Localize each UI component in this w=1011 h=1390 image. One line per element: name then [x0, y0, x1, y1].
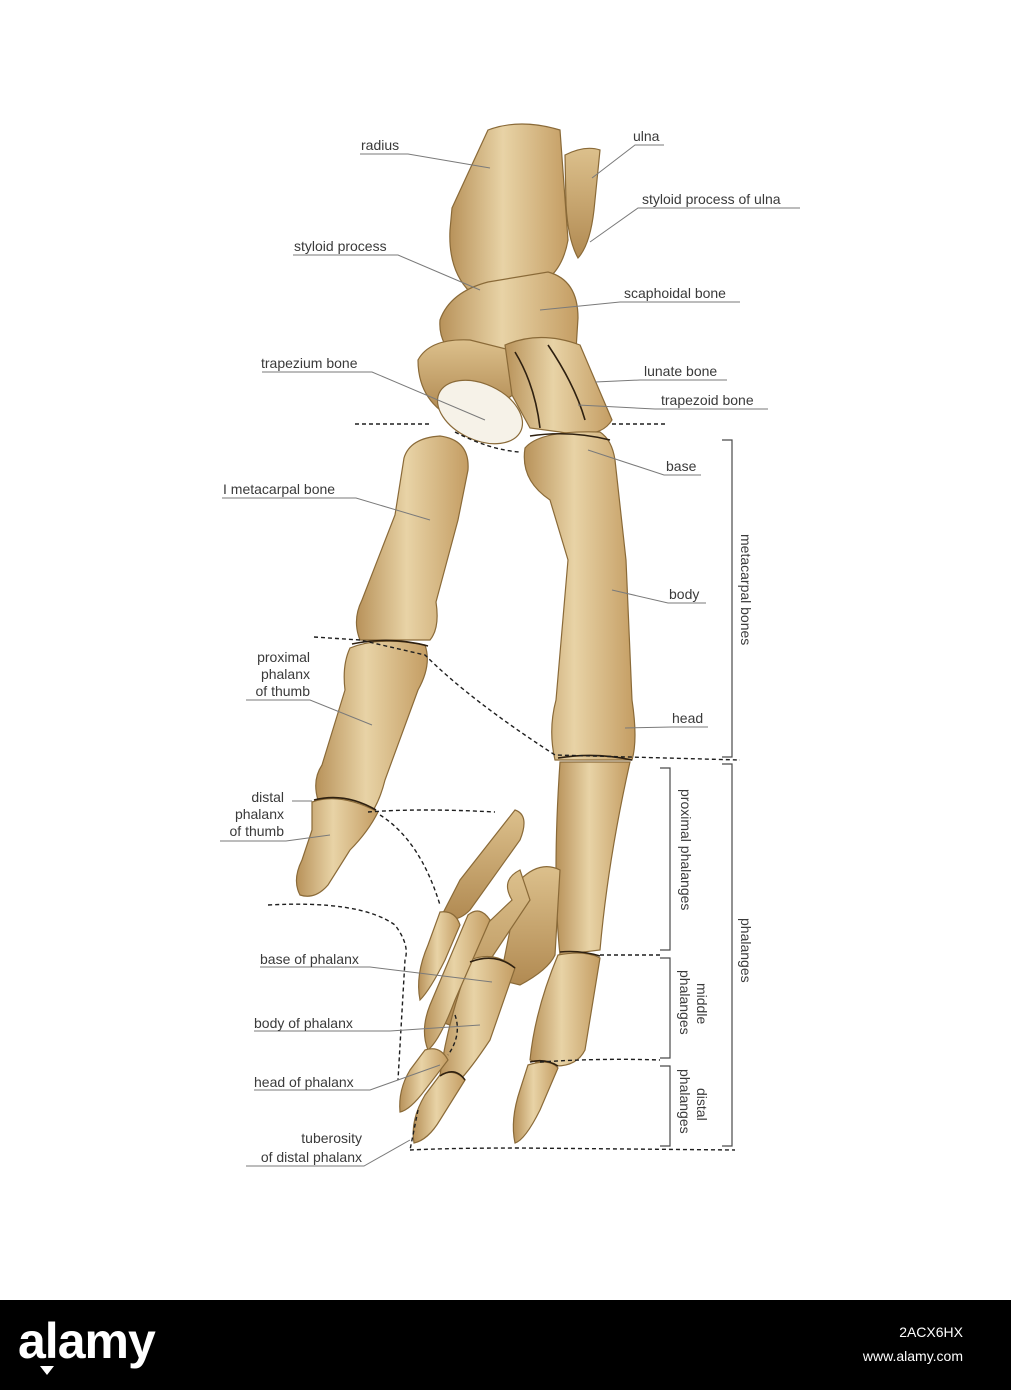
carpal-bones	[417, 271, 613, 445]
label-head: head	[672, 710, 703, 726]
middle-phalanges-bracket	[660, 957, 671, 1059]
label-proximal-thumb-3: of thumb	[256, 683, 311, 699]
label-radius: radius	[361, 137, 399, 153]
label-trapezoid-bone: trapezoid bone	[661, 392, 754, 408]
image-id: 2ACX6HX	[899, 1324, 963, 1340]
group-label-middle-phalanges-1: middle	[694, 983, 710, 1024]
label-distal-thumb-2: phalanx	[235, 806, 284, 822]
group-label-proximal-phalanges: proximal phalanges	[678, 789, 694, 910]
trapezium-articular-surface	[436, 379, 524, 445]
region-dashed-lines	[267, 423, 741, 1151]
label-tuberosity-2: of distal phalanx	[261, 1149, 362, 1165]
group-label-distal-phalanges-1: distal	[694, 1088, 710, 1121]
label-tuberosity-1: tuberosity	[301, 1130, 362, 1146]
site-url[interactable]: www.alamy.com	[862, 1348, 963, 1364]
group-labels: metacarpal bones phalanges proximal phal…	[677, 534, 754, 1134]
labels: radius ulna styloid process of ulna styl…	[223, 128, 781, 1165]
label-body-of-phalanx: body of phalanx	[254, 1015, 353, 1031]
group-label-distal-phalanges-2: phalanges	[677, 1069, 693, 1134]
hand-bones-diagram: radius ulna styloid process of ulna styl…	[220, 123, 800, 1167]
label-first-metacarpal: I metacarpal bone	[223, 481, 335, 497]
finger-phalanges	[399, 754, 633, 1144]
metacarpal-bracket	[722, 439, 733, 758]
first-metacarpal-bone	[355, 435, 469, 641]
illustration-canvas: radius ulna styloid process of ulna styl…	[220, 123, 800, 1167]
alamy-logo-triangle-icon	[40, 1366, 54, 1375]
label-proximal-thumb-2: phalanx	[261, 666, 310, 682]
thumb-distal-phalanx	[295, 796, 379, 897]
label-body: body	[669, 586, 699, 602]
group-label-phalanges: phalanges	[738, 918, 754, 983]
label-trapezium-bone: trapezium bone	[261, 355, 358, 371]
alamy-logo[interactable]: alamy	[18, 1313, 156, 1369]
label-base-of-phalanx: base of phalanx	[260, 951, 359, 967]
leader-lines	[220, 144, 800, 1167]
thumb-proximal-phalanx	[315, 639, 429, 813]
label-base: base	[666, 458, 697, 474]
label-proximal-thumb-1: proximal	[257, 649, 310, 665]
group-label-middle-phalanges-2: phalanges	[677, 970, 693, 1035]
label-styloid-process: styloid process	[294, 238, 387, 254]
label-head-of-phalanx: head of phalanx	[254, 1074, 354, 1090]
stock-footer-bar: alamy 2ACX6HX www.alamy.com	[0, 1300, 1011, 1390]
label-distal-thumb-3: of thumb	[230, 823, 285, 839]
ulna-bone	[564, 147, 601, 260]
radius-bone	[449, 123, 569, 293]
group-label-metacarpal-bones: metacarpal bones	[738, 534, 754, 645]
phalanges-bracket	[722, 763, 733, 1147]
label-ulna: ulna	[633, 128, 660, 144]
distal-phalanges-bracket	[660, 1065, 671, 1147]
label-scaphoidal-bone: scaphoidal bone	[624, 285, 726, 301]
second-metacarpal-bone	[523, 431, 636, 761]
label-styloid-process-of-ulna: styloid process of ulna	[642, 191, 781, 207]
label-lunate-bone: lunate bone	[644, 363, 717, 379]
proximal-phalanges-bracket	[660, 767, 671, 951]
label-distal-thumb-1: distal	[251, 789, 284, 805]
